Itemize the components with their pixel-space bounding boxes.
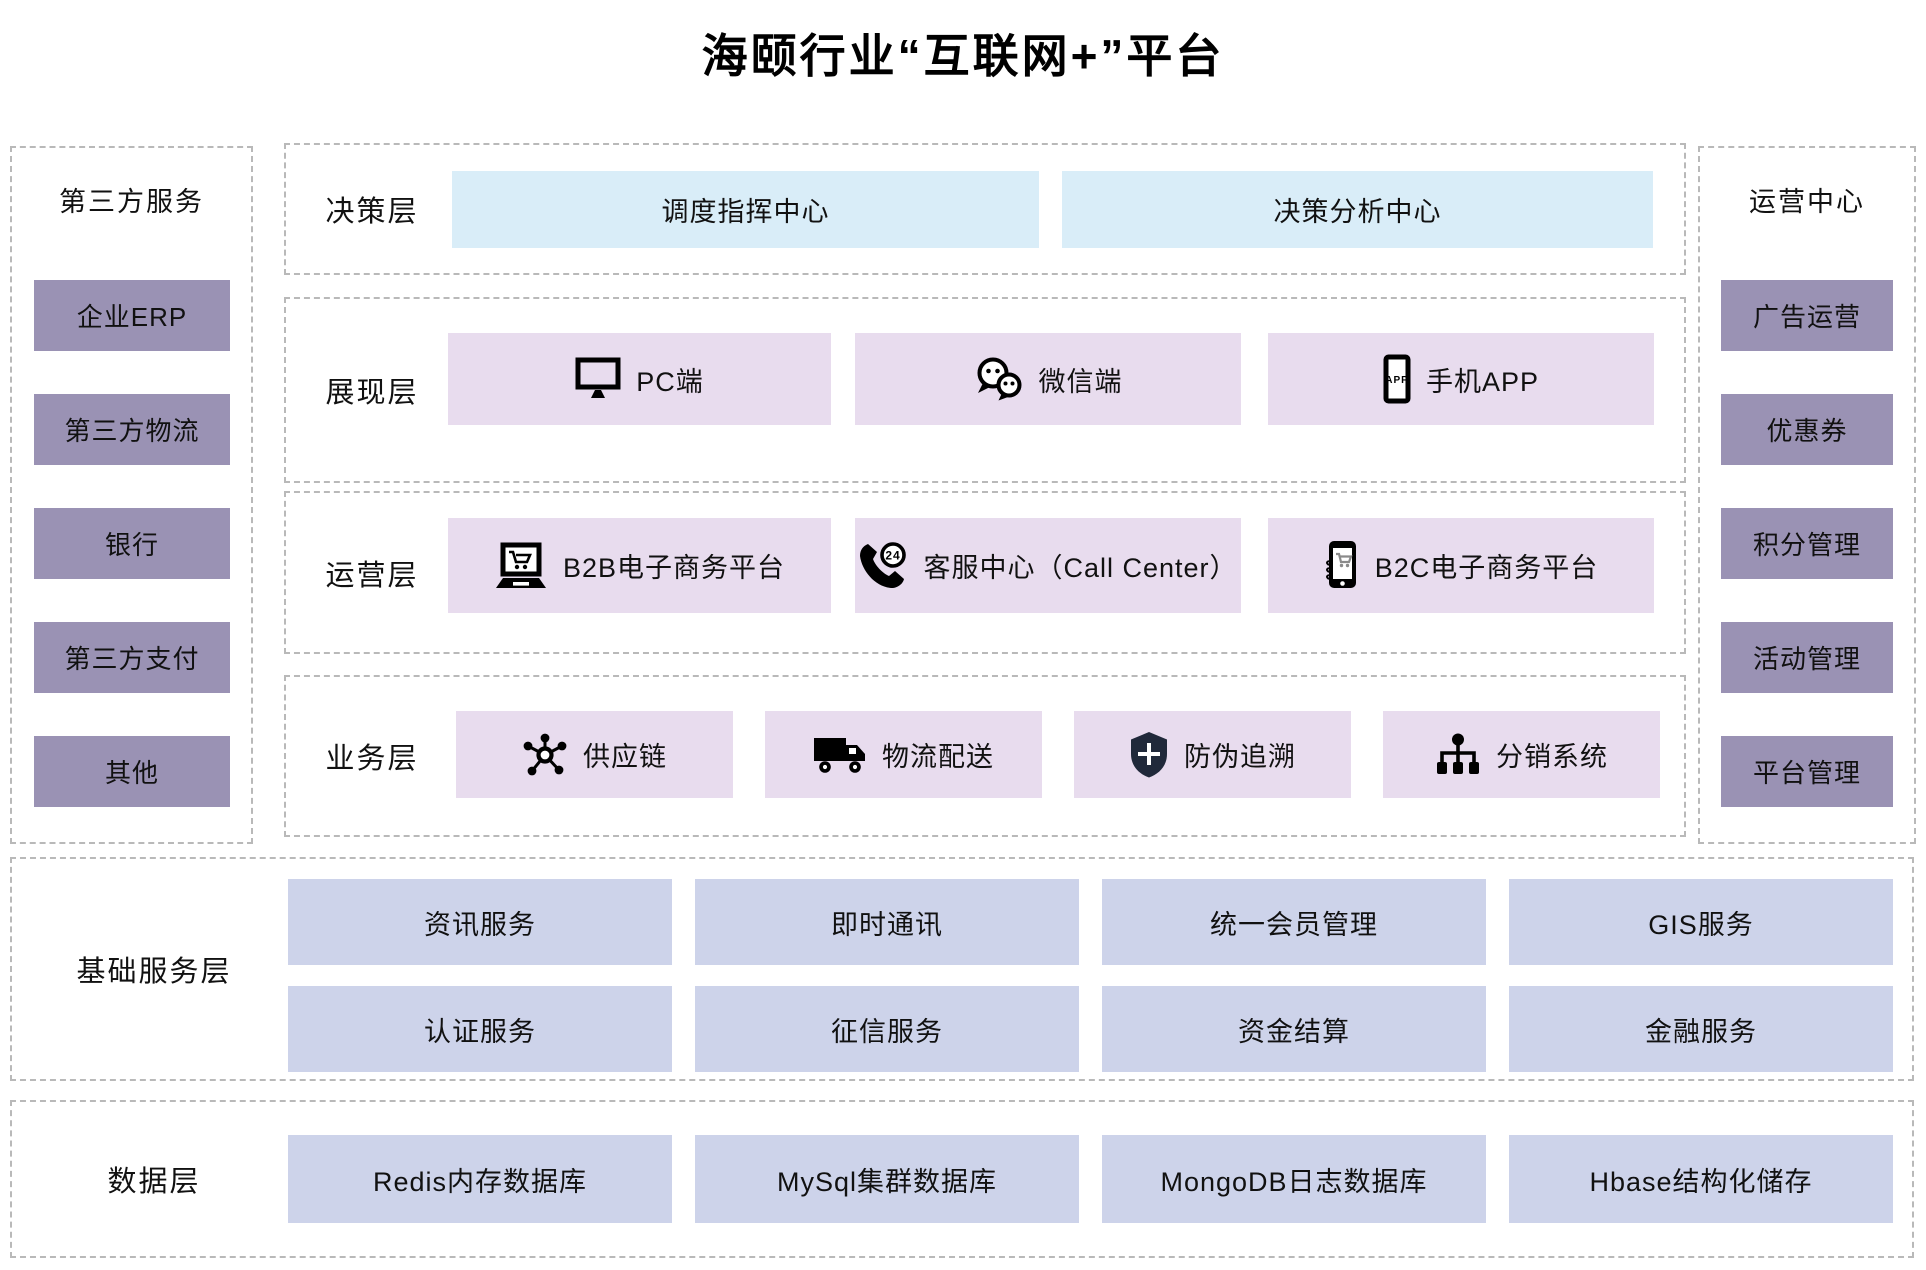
third-party-item: 其他 <box>34 736 230 807</box>
business-item-supplychain: 供应链 <box>456 711 733 798</box>
page-title: 海颐行业“互联网+”平台 <box>701 30 1225 82</box>
truck-icon <box>814 737 865 773</box>
business-item-logistics: 物流配送 <box>765 711 1042 798</box>
business-item-label: 分销系统 <box>1496 742 1608 772</box>
operation-item-callcenter: 24 客服中心（Call Center） <box>855 518 1241 613</box>
network-icon <box>523 733 567 775</box>
ops-center-item: 积分管理 <box>1721 508 1893 579</box>
business-layer-label: 业务层 <box>325 743 419 775</box>
operation-layer-label: 运营层 <box>325 559 419 592</box>
base-service-item: 即时通讯 <box>695 879 1079 965</box>
data-layer-item: Hbase结构化储存 <box>1509 1135 1893 1223</box>
base-service-item: 统一会员管理 <box>1102 879 1486 965</box>
base-service-item: 资讯服务 <box>288 879 672 965</box>
third-party-panel-title: 第三方服务 <box>59 186 204 217</box>
operation-item-b2b: B2B电子商务平台 <box>448 518 831 613</box>
base-service-item: 认证服务 <box>288 986 672 1072</box>
presentation-item-app: APP 手机APP <box>1268 333 1654 425</box>
business-item-label: 物流配送 <box>882 742 994 772</box>
ops-center-panel-title: 运营中心 <box>1749 186 1865 217</box>
third-party-item: 银行 <box>34 508 230 579</box>
business-item-anticounterfeit: 防伪追溯 <box>1074 711 1351 798</box>
presentation-item-label: 微信端 <box>1038 366 1123 397</box>
presentation-item-wechat: 微信端 <box>855 333 1241 425</box>
presentation-item-pc: PC端 <box>448 333 831 425</box>
operation-item-label: B2B电子商务平台 <box>562 553 786 583</box>
operation-item-label: B2C电子商务平台 <box>1374 553 1599 583</box>
presentation-item-label: 手机APP <box>1425 366 1540 397</box>
callcenter-24-icon: 24 <box>860 541 907 588</box>
data-layer-item: MongoDB日志数据库 <box>1102 1135 1486 1223</box>
ops-center-item: 优惠券 <box>1721 394 1893 465</box>
ops-center-item: 活动管理 <box>1721 622 1893 693</box>
base-service-item: 金融服务 <box>1509 986 1893 1072</box>
phone-cart-icon <box>1325 540 1356 588</box>
decision-item: 调度指挥中心 <box>452 171 1039 248</box>
data-layer-item: MySql集群数据库 <box>695 1135 1079 1223</box>
ops-center-item: 广告运营 <box>1721 280 1893 351</box>
data-layer-item: Redis内存数据库 <box>288 1135 672 1223</box>
decision-item: 决策分析中心 <box>1062 171 1653 248</box>
third-party-panel <box>10 146 253 844</box>
base-service-label: 基础服务层 <box>76 956 232 988</box>
svg-text:APP: APP <box>1385 375 1409 386</box>
business-item-distribution: 分销系统 <box>1383 711 1660 798</box>
business-item-label: 供应链 <box>583 742 667 772</box>
mobile-app-icon: APP <box>1383 354 1411 404</box>
wechat-icon <box>977 357 1021 401</box>
presentation-item-label: PC端 <box>636 366 704 397</box>
business-item-label: 防伪追溯 <box>1184 742 1296 772</box>
ops-center-item: 平台管理 <box>1721 736 1893 807</box>
base-service-item: GIS服务 <box>1509 879 1893 965</box>
hierarchy-icon <box>1437 733 1479 774</box>
operation-item-label: 客服中心（Call Center） <box>923 553 1238 583</box>
decision-layer-label: 决策层 <box>325 196 419 228</box>
operation-item-b2c: B2C电子商务平台 <box>1268 518 1654 613</box>
data-layer-label: 数据层 <box>107 1166 201 1198</box>
base-service-item: 征信服务 <box>695 986 1079 1072</box>
svg-text:24: 24 <box>886 548 901 562</box>
laptop-cart-icon <box>495 542 546 588</box>
presentation-layer-label: 展现层 <box>325 377 419 409</box>
third-party-item: 企业ERP <box>34 280 230 351</box>
shield-icon <box>1131 731 1167 777</box>
monitor-icon <box>575 357 621 398</box>
ops-center-panel <box>1698 146 1916 844</box>
base-service-item: 资金结算 <box>1102 986 1486 1072</box>
third-party-item: 第三方物流 <box>34 394 230 465</box>
third-party-item: 第三方支付 <box>34 622 230 693</box>
